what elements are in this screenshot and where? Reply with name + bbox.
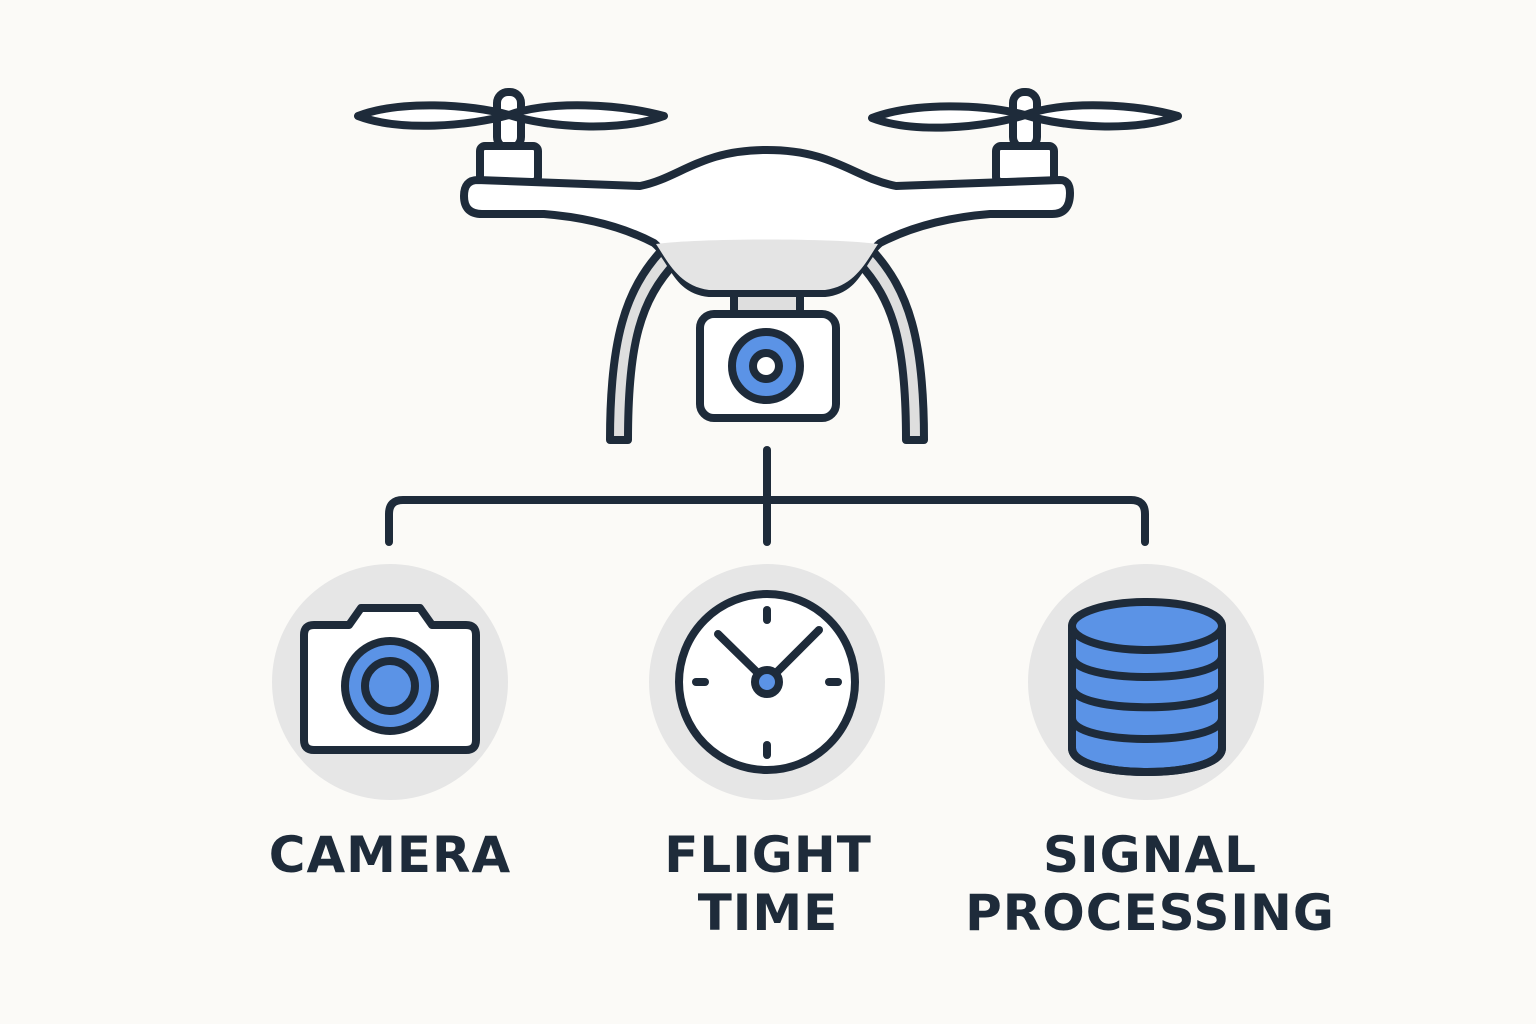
landing-leg-right	[854, 246, 928, 444]
clock-icon	[675, 590, 859, 774]
motor-right	[992, 88, 1058, 186]
feature-flight-time	[649, 564, 885, 800]
propeller-right	[868, 101, 1182, 132]
flight-time-label: FLIGHT TIME	[558, 826, 978, 942]
drone-body	[460, 146, 1074, 297]
drone-belly-shade	[656, 239, 878, 290]
signal-processing-label-line-2: PROCESSING	[965, 884, 1335, 942]
propeller-left	[354, 101, 668, 131]
feature-signal-processing	[1028, 564, 1264, 800]
camera-label: CAMERA	[180, 826, 600, 884]
flight-time-label-line-1: FLIGHT	[664, 826, 872, 884]
flight-time-label-line-2: TIME	[697, 884, 839, 942]
camera-label-line: CAMERA	[268, 826, 512, 884]
camera-icon	[300, 604, 480, 754]
drone-camera-icon	[696, 310, 840, 422]
feature-camera	[272, 564, 508, 800]
signal-processing-label: SIGNAL PROCESSING	[940, 826, 1360, 942]
signal-processing-label-line-1: SIGNAL	[1042, 826, 1258, 884]
landing-leg-left	[606, 246, 680, 444]
connector-tree	[385, 446, 1149, 546]
database-icon	[1068, 598, 1226, 776]
quadcopter-drone-icon	[354, 88, 1182, 444]
